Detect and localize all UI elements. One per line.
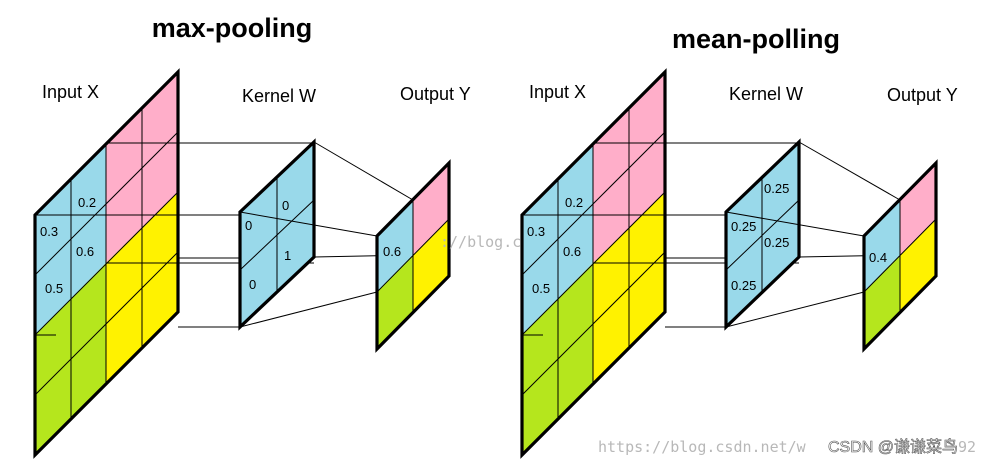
kernel-value: 0 — [282, 198, 289, 213]
input-value: 0.5 — [532, 281, 550, 296]
output-pink-cell — [413, 163, 449, 255]
kernel-label: Kernel W — [729, 84, 803, 104]
output-green-cell — [377, 255, 413, 349]
watermark-csdn: CSDN @谦谦菜鸟 — [828, 438, 958, 456]
kernel-grid: 0 0 1 0 — [238, 138, 316, 331]
watermark-blog-fragment: ://blog.c — [440, 233, 521, 251]
input-label: Input X — [529, 82, 586, 102]
output-border — [375, 159, 451, 353]
output-yellow-cell — [900, 219, 936, 313]
watermarks: ://blog.c https://blog.csdn.net/w 92 CSD… — [440, 233, 976, 456]
output-value: 0.4 — [869, 250, 887, 265]
output-grid: 0.6 — [375, 159, 451, 353]
output-label: Output Y — [400, 84, 471, 104]
max-pooling-panel: max-pooling Input X Kernel W Output Y 0.… — [33, 13, 471, 459]
mean-pooling-panel: mean-polling Input X Kernel W Output Y 0… — [520, 24, 958, 459]
input-value: 0.2 — [78, 195, 96, 210]
panel-title: mean-polling — [672, 24, 840, 54]
kernel-value: 0.25 — [764, 181, 789, 196]
kernel-grid: 0.25 0.25 0.25 0.25 — [724, 138, 801, 331]
output-blue-cell — [377, 200, 413, 292]
kernel-value: 0 — [245, 218, 252, 233]
output-blue-cell — [864, 200, 900, 292]
output-yellow-cell — [413, 219, 449, 313]
input-value: 0.6 — [76, 244, 94, 259]
watermark-url: https://blog.csdn.net/w — [598, 438, 807, 456]
input-grid-border — [33, 68, 180, 459]
panel-title: max-pooling — [152, 13, 313, 43]
input-value: 0.3 — [40, 224, 58, 239]
output-pink-cell — [900, 163, 936, 255]
kernel-value: 0.25 — [731, 219, 756, 234]
input-value: 0.2 — [565, 195, 583, 210]
kernel-label: Kernel W — [242, 86, 316, 106]
input-label: Input X — [42, 82, 99, 102]
watermark-tail: 92 — [958, 438, 976, 456]
output-grid: 0.4 — [862, 159, 938, 353]
input-value: 0.5 — [45, 281, 63, 296]
output-value: 0.6 — [383, 244, 401, 259]
output-border — [862, 159, 938, 353]
input-value: 0.6 — [563, 244, 581, 259]
input-grid: 0.2 0.3 0.6 0.5 — [520, 68, 667, 459]
input-grid-border — [520, 68, 667, 459]
kernel-value: 0.25 — [731, 278, 756, 293]
output-label: Output Y — [887, 85, 958, 105]
output-green-cell — [864, 255, 900, 349]
kernel-value: 1 — [284, 248, 291, 263]
kernel-value: 0.25 — [764, 235, 789, 250]
input-value: 0.3 — [527, 224, 545, 239]
input-grid: 0.2 0.3 0.6 0.5 — [33, 68, 180, 459]
kernel-value: 0 — [249, 277, 256, 292]
